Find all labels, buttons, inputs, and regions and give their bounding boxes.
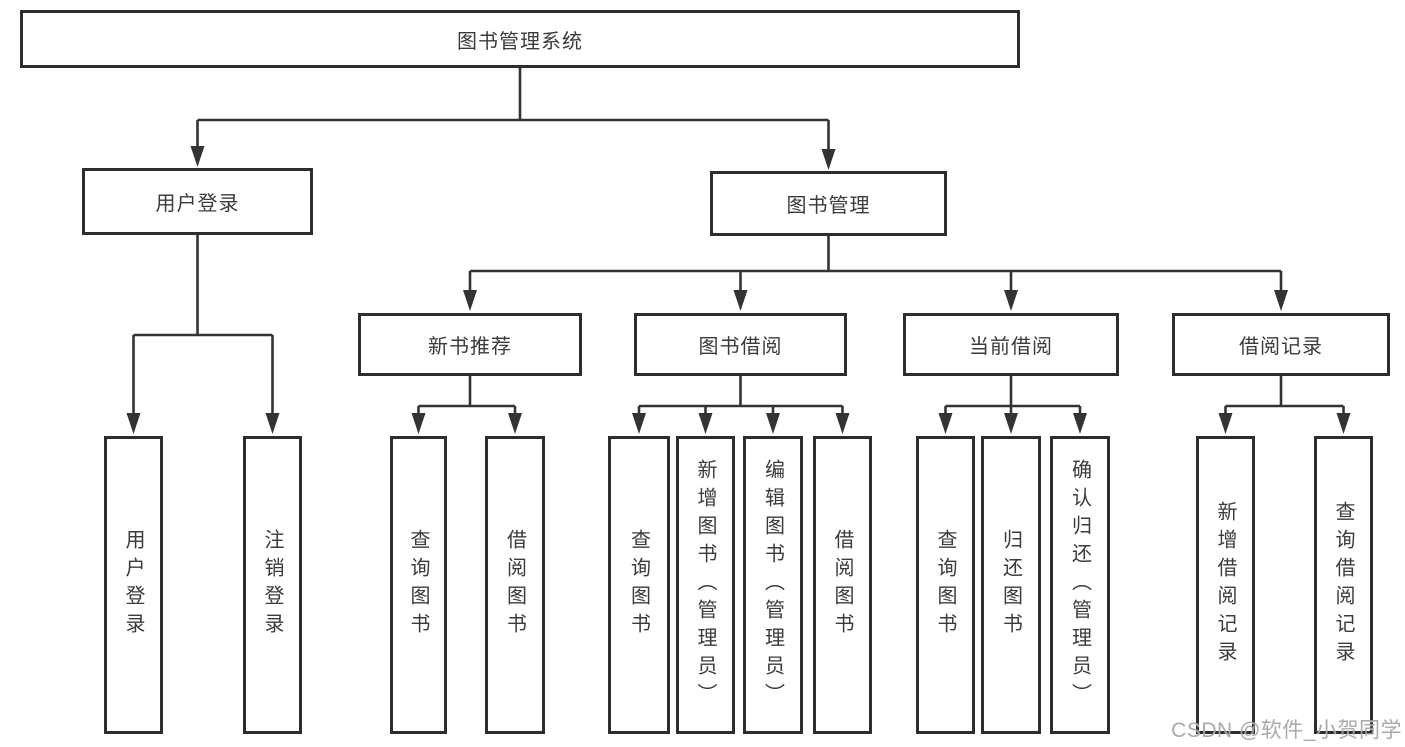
connector-user-login-to-leaves — [126, 235, 280, 434]
arrowhead — [821, 149, 836, 170]
connector-current-borrow-to-leaves — [938, 376, 1087, 434]
node-leaf-edit-book-admin: 编辑图书（管理员） — [743, 436, 803, 734]
node-root-system: 图书管理系统 — [20, 10, 1020, 68]
arrowhead — [508, 413, 522, 434]
node-leaf-borrow-books-recommend: 借阅图书 — [485, 436, 545, 734]
arrowhead — [1218, 413, 1233, 434]
node-leaf-confirm-return-admin: 确认归还（管理员） — [1050, 436, 1110, 734]
arrowhead — [698, 413, 713, 434]
arrowhead — [265, 413, 280, 434]
node-leaf-borrow-books: 借阅图书 — [813, 436, 872, 734]
arrowhead — [835, 413, 850, 434]
node-branch-book-management: 图书管理 — [710, 171, 947, 236]
connector-book-borrow-to-leaves — [632, 376, 850, 434]
arrowhead — [1336, 413, 1351, 434]
node-leaf-query-books-borrow: 查询图书 — [608, 436, 670, 734]
node-leaf-query-books-recommend: 查询图书 — [390, 436, 447, 734]
csdn-watermark: CSDN @软件_小贺同学 — [1171, 719, 1402, 742]
node-leaf-add-book-admin: 新增图书（管理员） — [676, 436, 735, 734]
arrowhead — [1073, 413, 1087, 434]
node-leaf-user-login: 用户登录 — [104, 436, 163, 734]
node-leaf-logout: 注销登录 — [243, 436, 302, 734]
connector-new-book-to-leaves — [411, 376, 522, 434]
arrowhead — [463, 290, 477, 311]
node-section-book-borrow: 图书借阅 — [634, 313, 847, 376]
node-leaf-query-borrow-record: 查询借阅记录 — [1314, 436, 1373, 734]
node-branch-user-login: 用户登录 — [82, 168, 313, 235]
node-leaf-return-book: 归还图书 — [981, 436, 1041, 734]
node-section-current-borrow: 当前借阅 — [903, 313, 1119, 376]
connector-book-management-to-sections — [463, 236, 1288, 311]
node-leaf-add-borrow-record: 新增借阅记录 — [1196, 436, 1255, 734]
arrowhead — [411, 413, 426, 434]
arrowhead — [1274, 290, 1288, 311]
arrowhead — [190, 146, 205, 167]
arrowhead — [632, 413, 646, 434]
arrowhead — [1004, 413, 1018, 434]
arrowhead — [1004, 290, 1018, 311]
arrowhead — [766, 413, 780, 434]
connector-root-to-branches — [190, 68, 836, 170]
arrowhead — [126, 413, 141, 434]
arrowhead — [733, 290, 748, 311]
node-section-new-book-recommend: 新书推荐 — [358, 313, 582, 376]
connector-borrow-record-to-leaves — [1218, 376, 1351, 434]
node-leaf-query-books-current: 查询图书 — [916, 436, 975, 734]
node-section-borrow-record: 借阅记录 — [1172, 313, 1390, 376]
arrowhead — [938, 413, 953, 434]
